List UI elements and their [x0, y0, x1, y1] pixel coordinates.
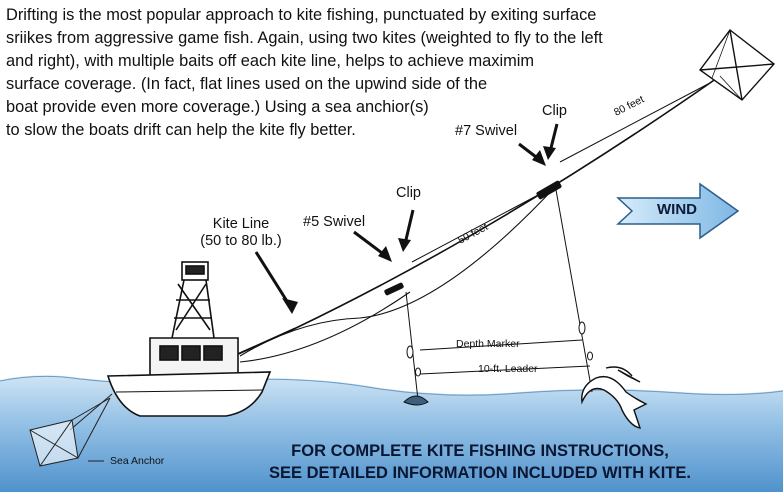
clip-upper-label: Clip [542, 103, 567, 119]
depth-marker-label: Depth Marker [456, 338, 520, 350]
wind-label: WIND [657, 201, 697, 218]
sea-anchor-label: Sea Anchor [110, 455, 165, 467]
kite-line-title: Kite Line [212, 216, 270, 232]
leader-label: 10-ft. Leader [478, 363, 538, 375]
swivel-7-label: #7 Swivel [455, 123, 518, 139]
footer-instructions: FOR COMPLETE KITE FISHING INSTRUCTIONS, … [180, 440, 780, 484]
water-surface-line [0, 375, 783, 396]
footer-line-2: SEE DETAILED INFORMATION INCLUDED WITH K… [269, 464, 691, 482]
swivel-7 [536, 180, 562, 200]
bait-splash [403, 395, 429, 406]
wind-arrow [616, 182, 740, 240]
depth-markers [406, 321, 593, 377]
swivel-5-label: #5 Swivel [303, 214, 366, 230]
clip-lower-label: Clip [396, 185, 421, 201]
intro-line: sriikes from aggressive game fish. Again… [6, 29, 603, 47]
intro-line: boat provide even more coverage.) Using … [6, 98, 429, 116]
intro-line: surface coverage. (In fact, flat lines u… [6, 75, 488, 93]
kite-line-label: Kite Line (50 to 80 lb.) [186, 216, 296, 250]
intro-line: and right), with multiple baits off each… [6, 52, 535, 70]
distance-dimension-lines [411, 83, 709, 375]
bait-drop-lines [405, 189, 593, 401]
footer-line-1: FOR COMPLETE KITE FISHING INSTRUCTIONS, [291, 442, 669, 460]
label-pointer-arrows [254, 123, 559, 314]
intro-line: to slow the boats drift can help the kit… [6, 121, 356, 139]
sea-anchor [29, 393, 113, 467]
boat [106, 261, 297, 417]
kite [699, 29, 776, 101]
game-fish [581, 366, 648, 429]
kite-line-spec: (50 to 80 lb.) [200, 233, 282, 249]
intro-line: Drifting is the most popular approach to… [6, 6, 597, 24]
intro-paragraph: Drifting is the most popular approach to… [6, 4, 606, 142]
swivel-5 [384, 282, 404, 296]
kite-line [239, 75, 721, 363]
